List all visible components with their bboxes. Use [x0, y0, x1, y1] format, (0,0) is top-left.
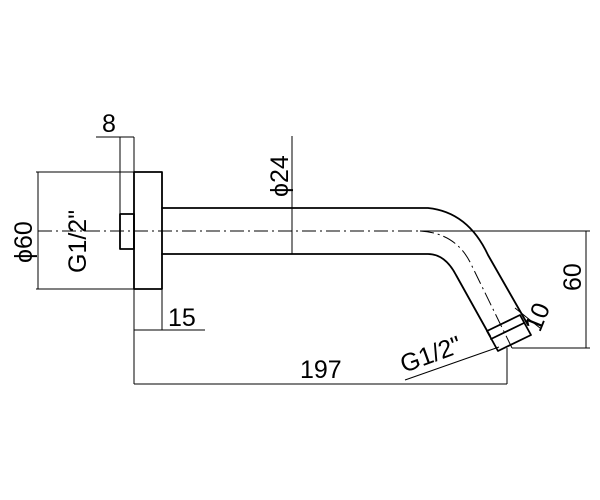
dimension-labels: 8 ϕ60 G1/2" ϕ24 60 10 G1/2" 15 197: [10, 110, 587, 384]
outlet-thread-leader: [404, 346, 500, 381]
shower-arm-part: [119, 171, 532, 352]
dimension-lines: [36, 136, 590, 385]
flange-diameter-label: ϕ60: [10, 221, 38, 263]
arm-diameter-label: ϕ24: [266, 155, 294, 197]
total-length-label: 197: [300, 356, 342, 384]
flange-thickness-label: 8: [102, 110, 116, 138]
inlet-thread-label: G1/2": [64, 210, 92, 273]
bend-center-line: [419, 230, 513, 349]
outlet-nut-dim-line: [514, 307, 541, 329]
arm-tube: [161, 207, 529, 337]
outlet-nut-height-label: 10: [520, 299, 556, 335]
outlet-nut: [486, 314, 532, 352]
center-lines: [38, 230, 513, 349]
drop-height-label: 60: [559, 263, 587, 291]
flange-depth-label: 15: [168, 304, 196, 332]
outlet-thread-label: G1/2": [396, 331, 465, 379]
